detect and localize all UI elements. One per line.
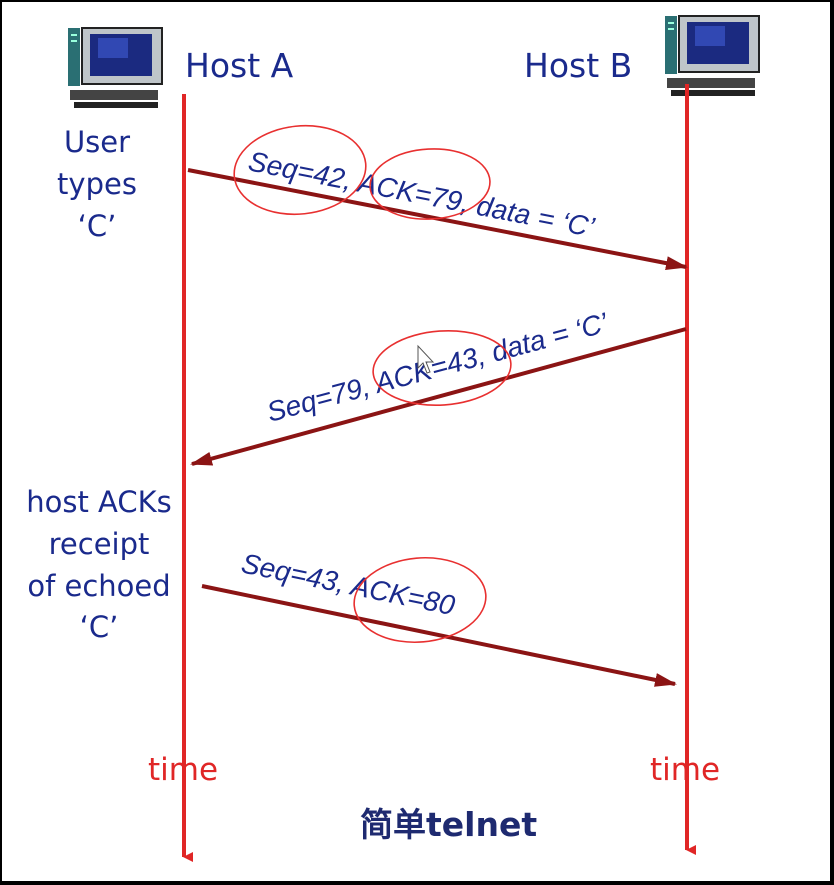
message-label-2: Seq=79, ACK=43, data = ‘C’: [264, 307, 612, 428]
highlight-circle-seq42: [233, 124, 367, 216]
host-a-label: Host A: [185, 46, 294, 85]
message-label-1: Seq=42, ACK=79, data = ‘C’: [246, 145, 598, 243]
diagram-caption: 简单telnet: [360, 805, 538, 844]
host-b-time-label: time: [650, 752, 721, 788]
message-label-3: Seq=43, ACK=80: [239, 548, 458, 622]
highlight-circle-ack79: [369, 148, 491, 220]
message-arrow-2: [190, 327, 687, 466]
computer-icon: [68, 27, 163, 108]
highlight-circle-ack43: [372, 329, 512, 407]
mouse-cursor-icon: [417, 344, 435, 374]
message-arrow-3: [201, 584, 677, 687]
highlight-circle-ack80: [353, 556, 487, 644]
host-acks-note: host ACKs receipt of echoed ‘C’: [26, 485, 172, 645]
host-b-label: Host B: [524, 46, 633, 85]
host-a-time-label: time: [148, 752, 219, 788]
computer-icon: [665, 15, 760, 96]
user-types-note: User types ‘C’: [57, 125, 137, 243]
